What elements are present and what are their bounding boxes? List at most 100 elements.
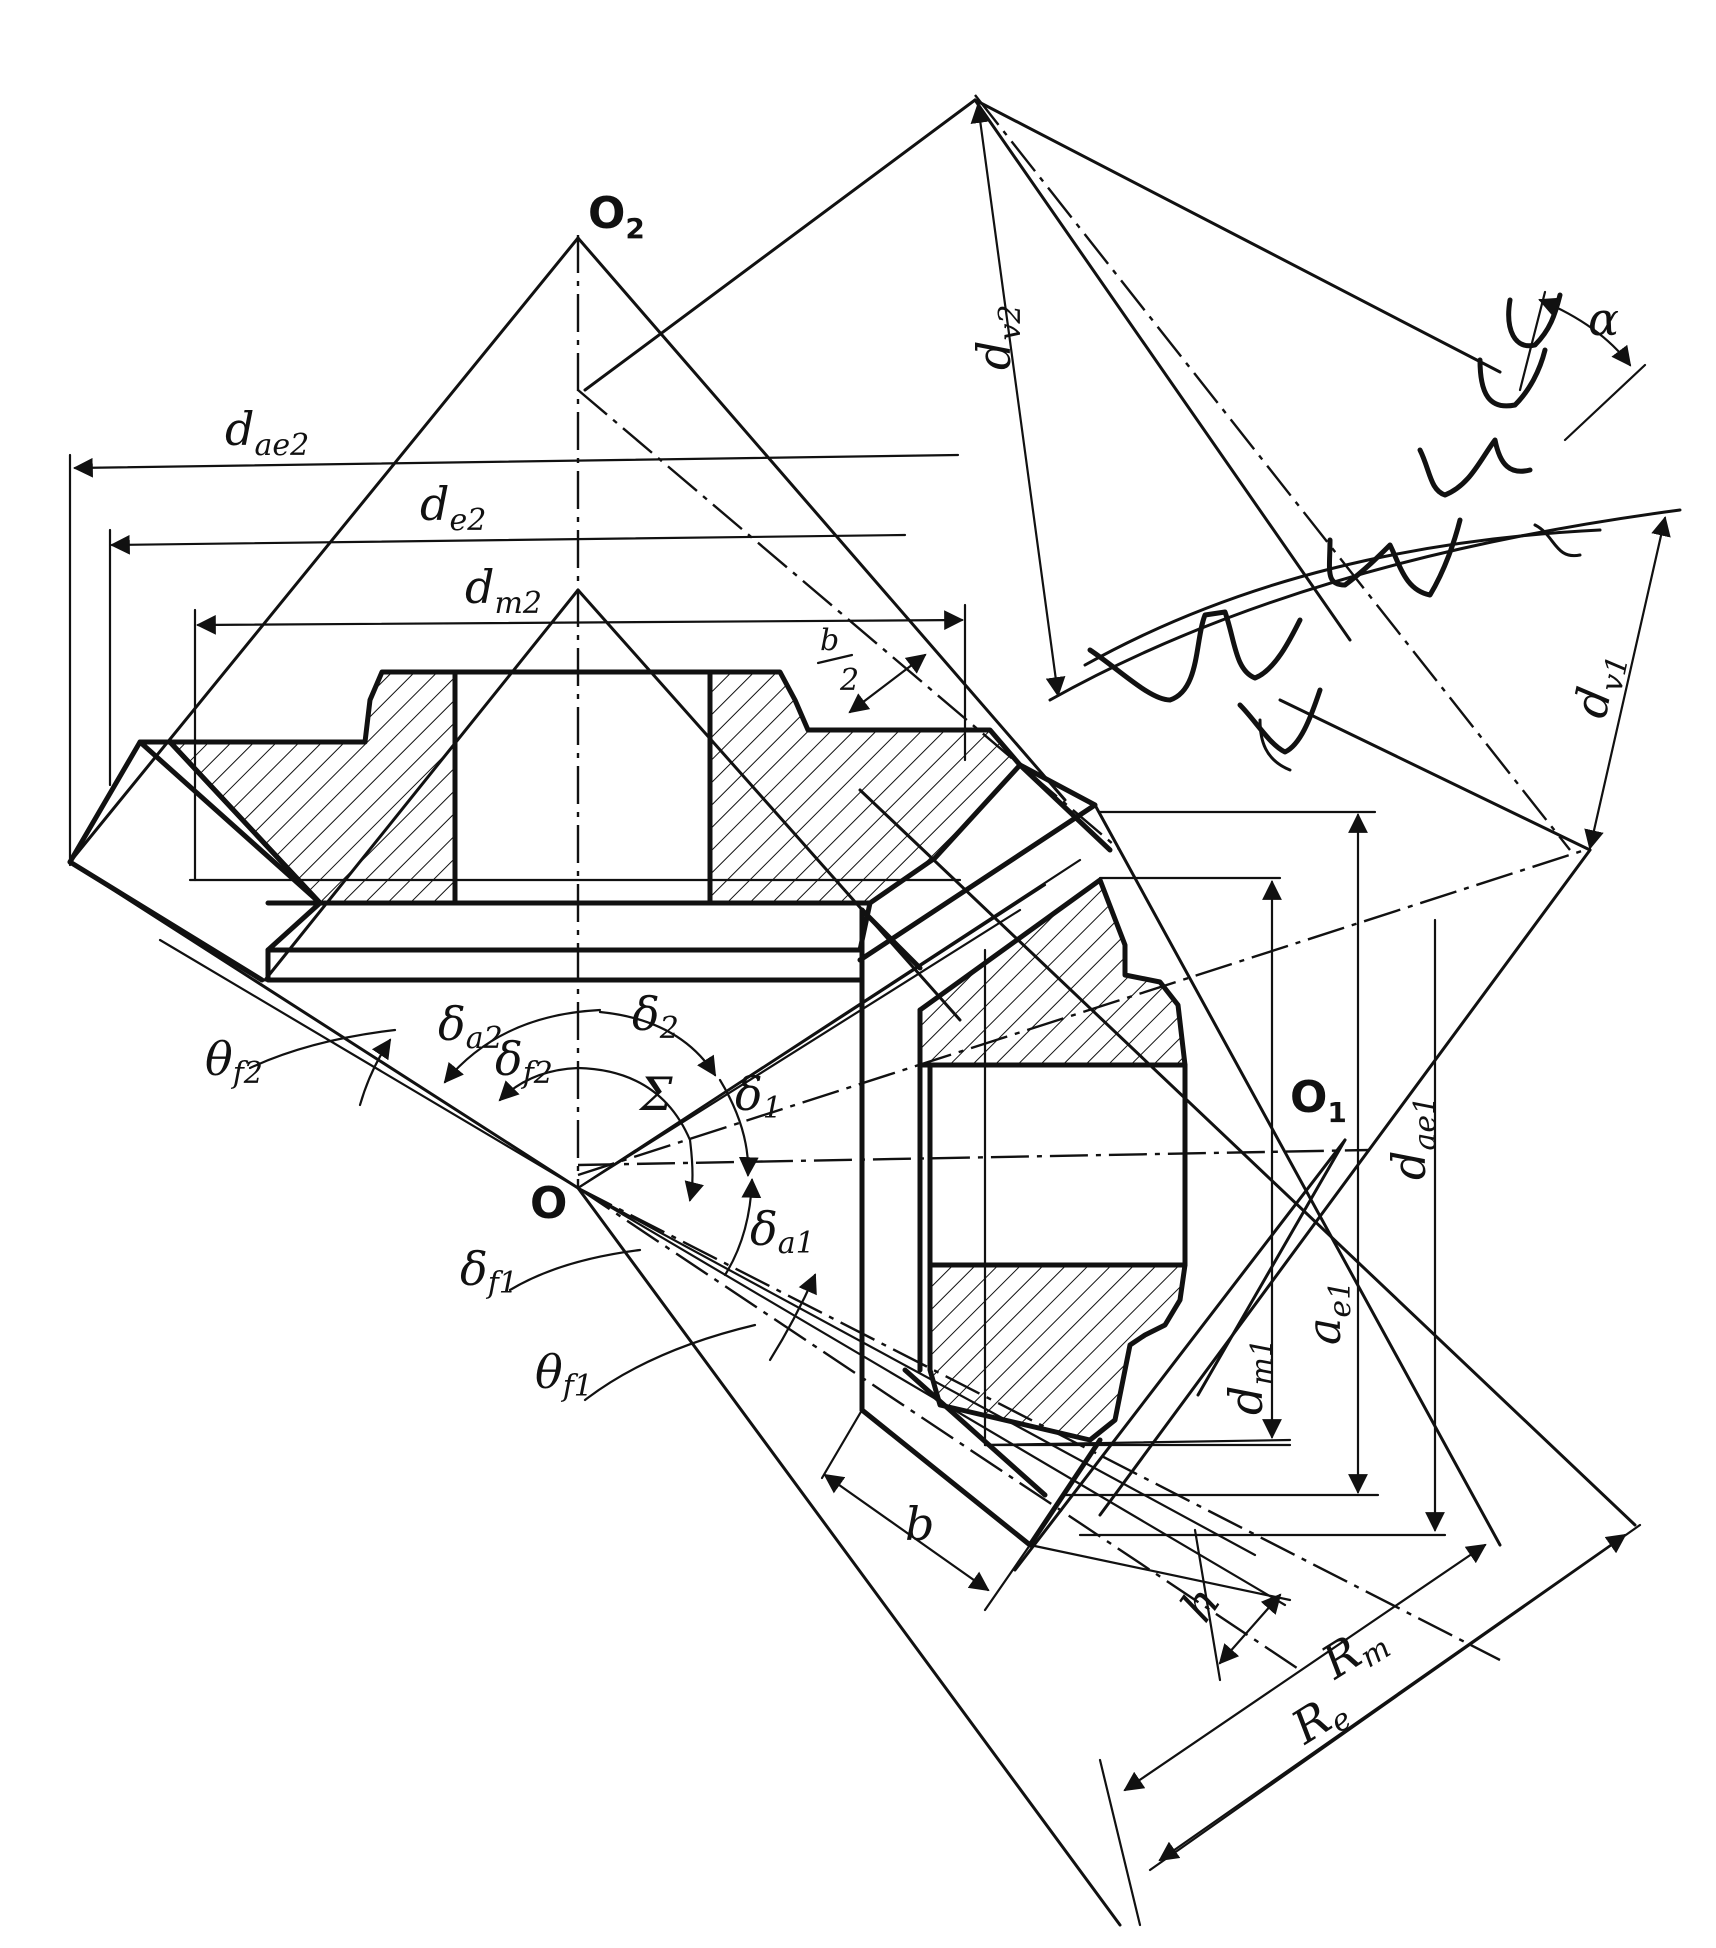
alpha-ext2 [1563,363,1647,442]
gear2 [67,669,1113,983]
alpha-arc [1538,297,1632,367]
label-dae1: dae1 [1382,1096,1443,1180]
arc-delta-a2 [443,1008,602,1084]
leader-theta-f2 [248,1028,397,1070]
gear1-body-top [917,877,1188,1068]
label-de2: de2 [420,477,486,538]
h-dim [1218,1593,1282,1665]
gear1 [859,877,1292,1548]
cone-line-upper4 [576,908,1022,1190]
label-dm1: dm1 [1219,1338,1280,1415]
cone-line-upper-left [158,938,580,1190]
b-half-bar [816,653,854,665]
label-O1: O1 [1290,1072,1347,1129]
gear1-top-edge [859,907,923,971]
label-O2: O2 [588,188,645,245]
tooth-profile-5 [1477,347,1548,409]
arc-sigma [576,1066,704,1202]
virtual-teeth [1048,292,1682,772]
label-theta-f2: θf2 [205,1032,263,1091]
dv2-dim [970,103,1066,697]
tooth-profile-8 [1258,718,1292,772]
tooth-profile-3 [1326,517,1463,598]
label-h: h [1170,1576,1231,1631]
label-alpha: α [1588,292,1619,346]
dm2-dim [196,610,964,635]
arc-delta-a1 [723,1178,762,1277]
label-ae1: ae1 [1297,1281,1358,1345]
gear2-body-right [707,669,1023,906]
label-sigma: Σ [638,1067,673,1121]
backcone-apex-line3 [973,98,1352,642]
b-half-dim [848,653,927,714]
pitch-arc-outer [1048,508,1682,702]
dv1-dim [1584,516,1671,850]
gear1-axis [577,1148,1371,1167]
label-dv2: dv2 [967,305,1028,371]
label-delta-a2: δa2 [438,997,503,1056]
leader-delta-f1 [508,1248,642,1292]
O1-right-line [858,788,1637,1527]
label-delta-f2: δf2 [495,1032,553,1091]
gear1-bore [927,1062,1188,1268]
backcone-lower-apex2 [1278,698,1592,852]
cone-line-lower2 [576,1186,1257,1557]
label-dm2: dm2 [465,560,542,621]
gear2-bore [452,669,713,906]
arc-theta-f2 [358,1038,392,1107]
gear1-tooth-edge [1027,1437,1103,1548]
dimensions [68,103,1671,1927]
dae2-dim [73,453,960,478]
backcone-lower-apex [1098,848,1592,1517]
b-ext1 [820,1408,864,1480]
label-delta-1: δ1 [735,1067,782,1126]
tooth-profile-2 [1237,687,1323,755]
cone-lines [68,98,1637,1927]
label-delta-2: δ2 [632,987,679,1046]
label-O: O [530,1178,567,1229]
label-b: b [905,1497,934,1551]
b-ext2 [983,1543,1032,1612]
arc-delta-1 [718,1078,759,1177]
label-Rm: Rm [1311,1610,1397,1694]
O1-cone-down [1013,1138,1347,1572]
label-delta-a1: δa1 [750,1202,815,1261]
de2-dim [110,533,907,555]
pitch-arc-inner [1083,528,1602,667]
label-b-half-num: b [820,623,839,658]
cone-line-upper3 [576,858,1082,1190]
gear1-left-strip [859,907,923,1413]
label-Re: Re [1281,1681,1358,1759]
backcone-apex-line1 [583,98,977,392]
gear2-tooth-left-line [137,739,323,906]
gear2-cone-right [576,236,1067,802]
tooth-profile-7 [1533,523,1582,558]
label-dv1: dv1 [1563,647,1636,724]
arc-theta-f1 [768,1273,817,1362]
gear1-bottom-edge [859,1407,1033,1548]
dm1-ext-bottom [983,1438,1292,1447]
backcone-apex-line2 [973,98,1502,374]
Rm-dim [1123,1543,1487,1792]
tooth-profile-1 [1087,609,1303,703]
label-dae2: dae2 [225,402,309,463]
gear1-body-bottom [927,1262,1188,1443]
arc-delta-f2 [498,1066,580,1102]
Re-ext-left [1098,1758,1142,1927]
label-theta-f1: θf1 [535,1345,593,1404]
gear1-bottom-tip [902,1367,1048,1498]
leader-theta-f1 [583,1323,757,1402]
gear2-right-edge [1017,762,1113,853]
gear2-tooth-right [857,762,1098,963]
O1-cone-right [1093,803,1502,1547]
b-dim [823,1473,990,1592]
tooth-profile-4 [1417,437,1533,498]
gear2-outer-edge [67,859,265,983]
gear2-bottom-strip [265,900,873,953]
Re-dim [1158,1533,1627,1862]
tooth-profile-6 [1506,292,1563,349]
angle-arcs [248,1008,817,1402]
virtual-gear-axis [974,94,1571,851]
arc-delta-2 [598,1010,717,1077]
